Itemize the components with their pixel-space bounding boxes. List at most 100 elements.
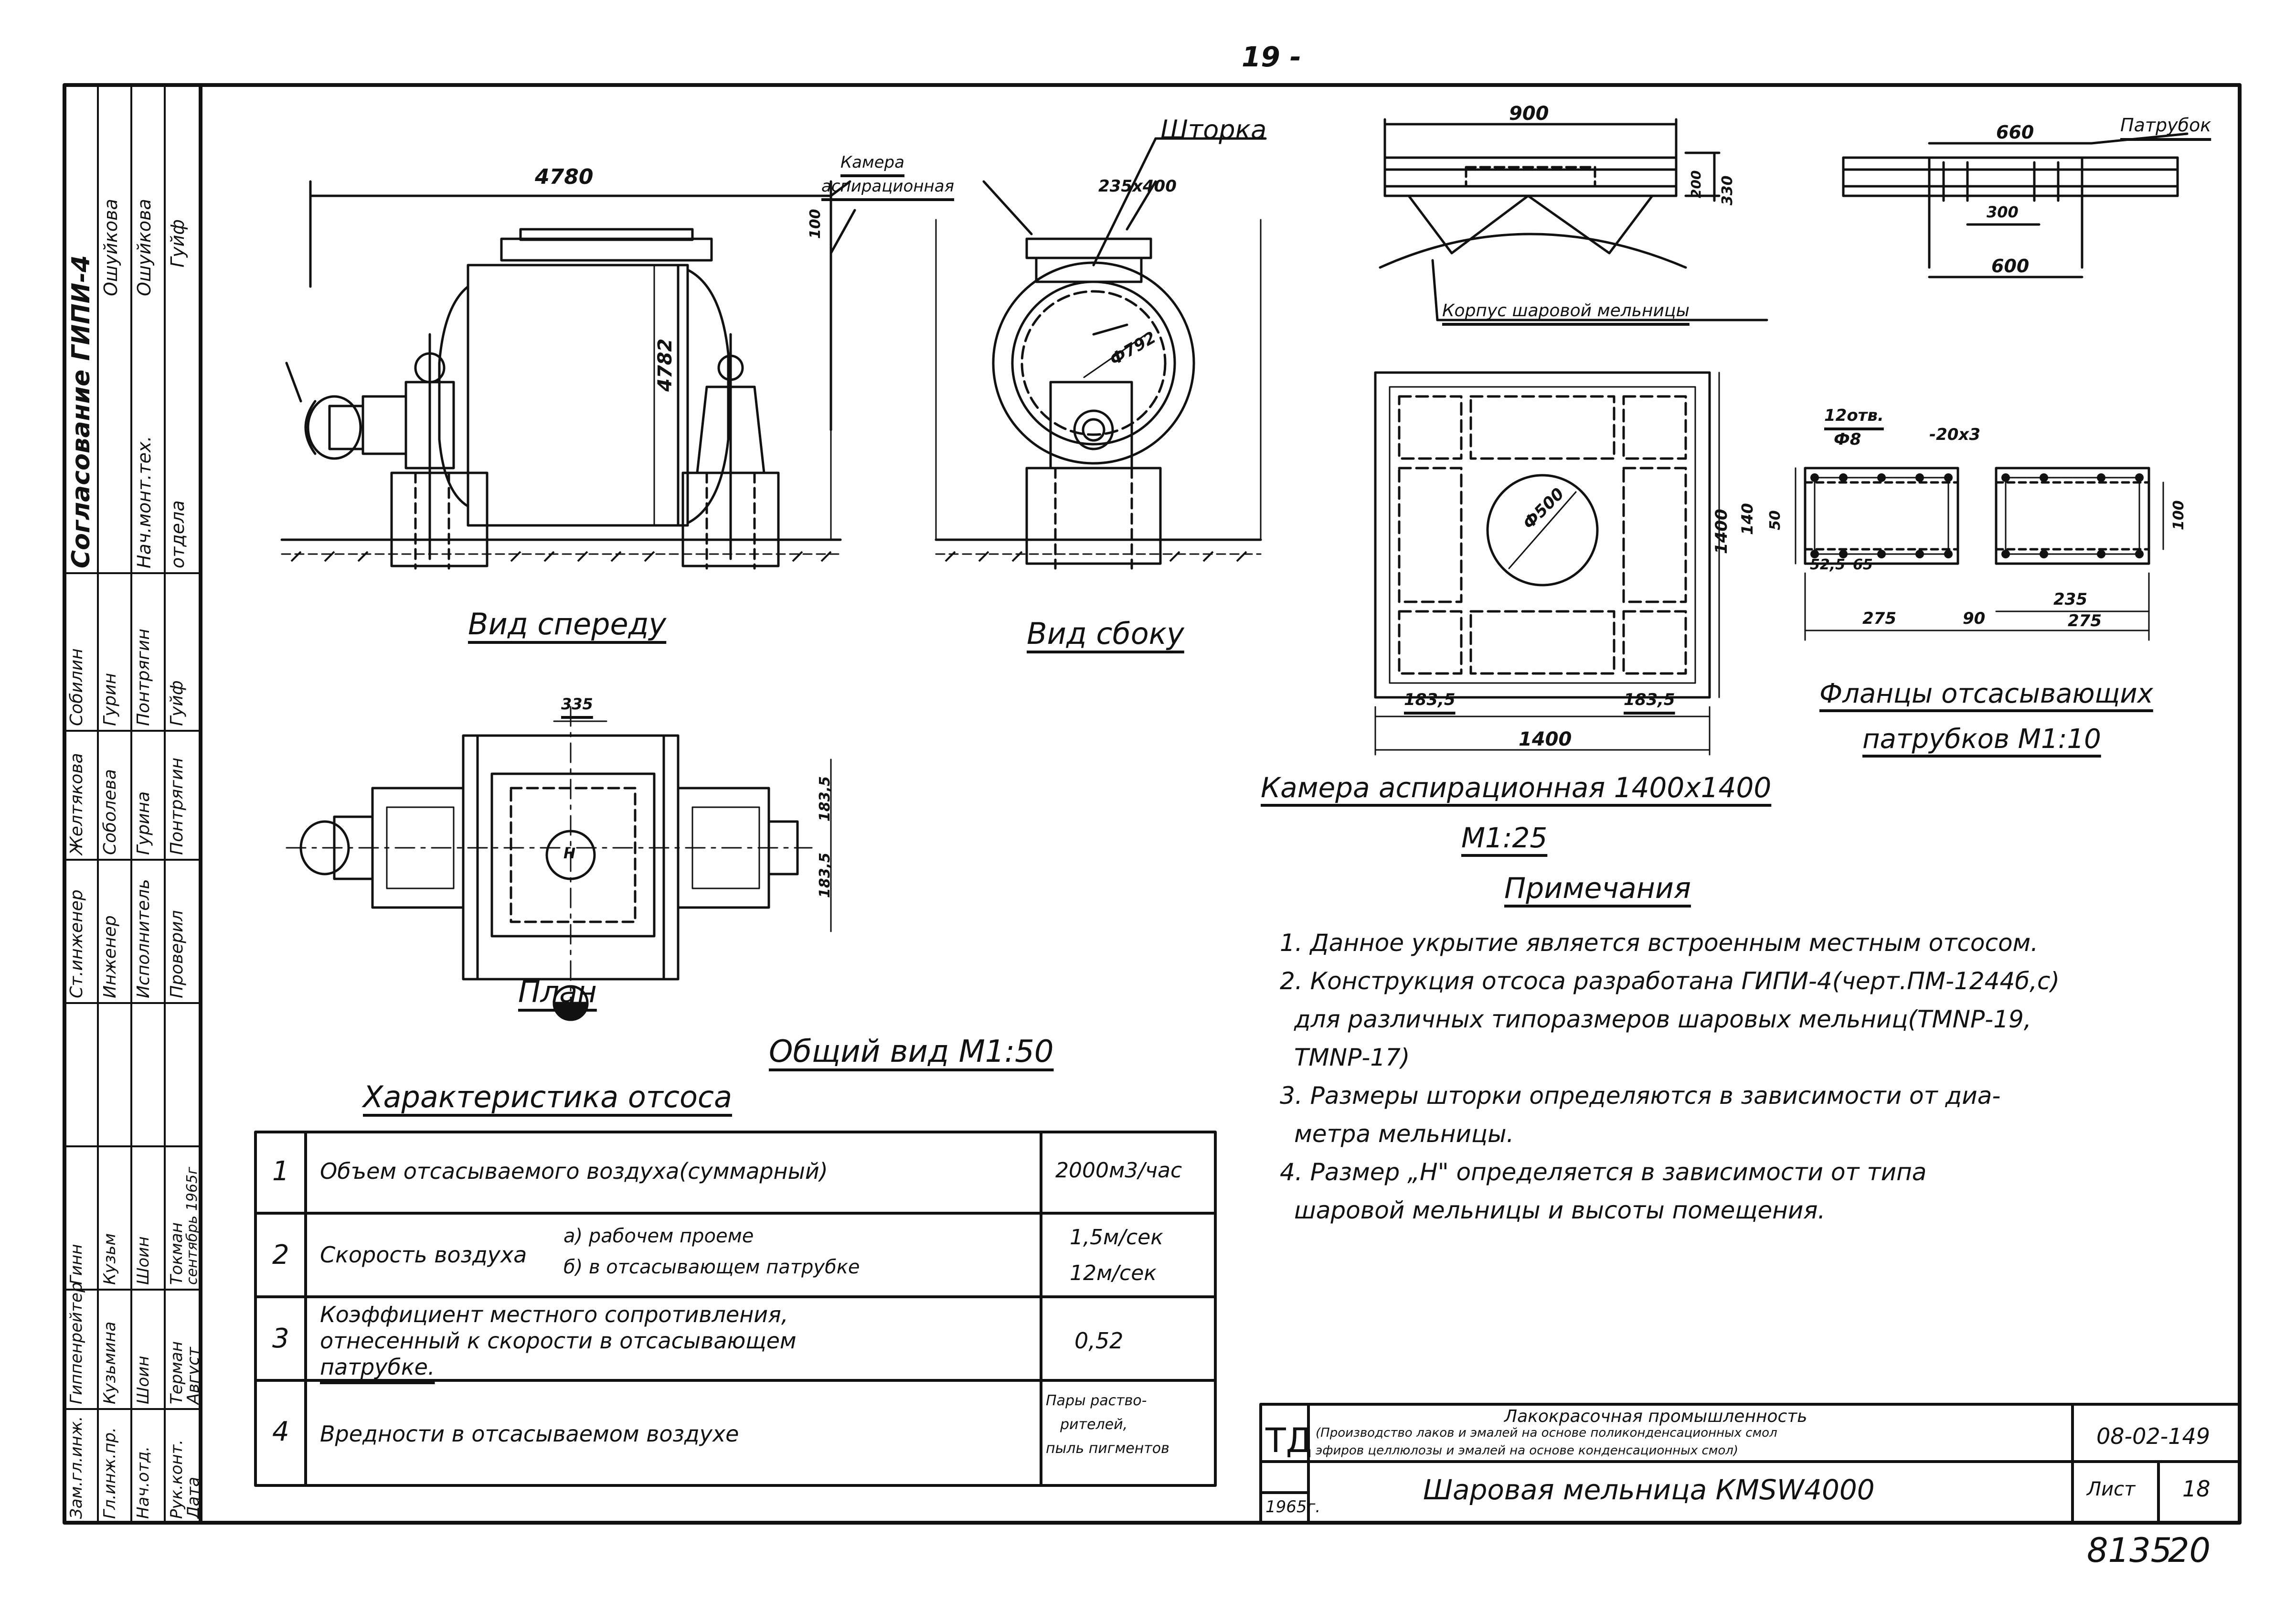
sidebar-sign-4: Понтрягин (134, 629, 153, 726)
sidebar-sign-2: Собилин (67, 648, 86, 726)
dim-330: 330 (1719, 175, 1736, 205)
aspiration-chamber-scale: М1:25 (1461, 822, 1548, 854)
shutter-detail-drawing (1379, 118, 1768, 321)
tb-drawing-title: Шаровая мельница КМSW4000 (1423, 1474, 1875, 1506)
dim-50: 50 (1767, 510, 1784, 530)
sidebar-role-9: Рук.конт. (167, 1439, 186, 1519)
note-line-1: 1. Данное укрытие является встроенным ме… (1280, 929, 2039, 957)
characteristics-table (254, 1131, 1217, 1487)
row2-name: Скорость воздуха (320, 1242, 527, 1268)
branch-pipe-label: Патрубок (2120, 115, 2211, 136)
dim-183-5-a: 183,5 (1404, 690, 1456, 709)
tb-industry-1: Лакокрасочная промышленность (1504, 1407, 1807, 1426)
sidebar-role-5: Проверил (167, 910, 187, 998)
general-view-title: Общий вид М1:50 (769, 1034, 1054, 1069)
sidebar-role-2: Ст.инженер (67, 889, 86, 998)
front-view-drawing (280, 180, 856, 570)
row3-name-2: отнесенный к скорости в отсасывающем (320, 1328, 797, 1354)
sidebar-role-6: Зам.гл.инж. (67, 1416, 86, 1519)
sidebar-name-10: Август (184, 1347, 203, 1404)
sidebar-grid (64, 84, 202, 1524)
dim-4780: 4780 (535, 165, 594, 189)
row4-value-3: пыль пигментов (1046, 1440, 1169, 1457)
dim-4782: 4782 (654, 338, 676, 392)
plan-dim-h: Н (563, 845, 576, 862)
row1-value: 2000м3/час (1055, 1158, 1182, 1183)
sidebar-role-4: Исполнитель (134, 879, 153, 998)
note-line-5: 3. Размеры шторки определяются в зависим… (1280, 1082, 2001, 1110)
row2-num: 2 (272, 1239, 289, 1271)
row4-value-2: рителей, (1060, 1416, 1128, 1433)
dim-12-holes: 12отв. (1824, 406, 1884, 425)
tb-sheet-number: 18 (2182, 1476, 2211, 1502)
dim-235x400: 235х400 (1098, 177, 1177, 196)
mill-body-label: Корпус шаровой мельницы (1442, 301, 1690, 320)
note-line-8: шаровой мельницы и высоты помещения. (1294, 1196, 1826, 1224)
dim-20x3: -20х3 (1929, 425, 1981, 444)
dim-52-5: 52,5 (1810, 556, 1846, 573)
dim-300: 300 (1987, 203, 2019, 221)
sidebar-name-3: Соболева (100, 769, 120, 855)
row3-name-1: Коэффициент местного сопротивления, (320, 1302, 788, 1327)
page-number-bottom: 20 (2168, 1531, 2211, 1570)
tb-industry-2: (Производство лаков и эмалей на основе п… (1316, 1426, 1777, 1440)
note-line-2: 2. Конструкция отсоса разработана ГИПИ-4… (1280, 967, 2060, 995)
sidebar-role-0: Нач.монт.тех. (134, 436, 155, 568)
sidebar-role-1: отдела (167, 500, 188, 568)
sidebar-approval: Согласование ГИПИ-4 (67, 255, 96, 568)
dim-200: 200 (1688, 170, 1704, 198)
dim-100: 100 (807, 209, 824, 239)
page-number: 19 - (1242, 41, 1301, 73)
tb-sheet-label: Лист (2087, 1478, 2136, 1500)
sidebar-name-8: Шоин (134, 1356, 153, 1405)
sidebar-sign-9: Токман (167, 1222, 186, 1285)
dim-235: 235 (2053, 590, 2087, 609)
sidebar-role-7: Гл.инж.пр. (100, 1427, 119, 1519)
front-view-title: Вид спереду (468, 607, 667, 641)
tb-code: 08-02-149 (2096, 1423, 2211, 1449)
row1-name: Объем отсасываемого воздуха(суммарный) (320, 1158, 828, 1184)
row1-num: 1 (272, 1156, 289, 1187)
characteristics-title: Характеристика отсоса (363, 1079, 732, 1114)
sidebar-sign-0: Ошуйкова (100, 199, 121, 296)
row3-num: 3 (272, 1323, 289, 1354)
dim-660: 660 (1996, 122, 2034, 143)
dim-183-5-b: 183,5 (1624, 690, 1675, 709)
sidebar-name-0: Ошуйкова (134, 199, 155, 296)
sidebar-name-9: Терман (167, 1341, 186, 1404)
dim-100-flange: 100 (2170, 500, 2187, 530)
dim-275-a: 275 (1862, 609, 1896, 628)
dim-140: 140 (1738, 503, 1756, 535)
sidebar-name-6: Гиппенрейтер (67, 1282, 86, 1404)
dim-1400-vertical: 1400 (1712, 509, 1731, 554)
sidebar-name-7: Кузьмина (100, 1321, 119, 1404)
aspiration-chamber-title: Камера аспирационная 1400х1400 (1261, 771, 1772, 804)
chamber-label-1: Камера (840, 153, 904, 172)
dim-1400-horizontal: 1400 (1519, 728, 1572, 750)
row2-value-a: 1,5м/сек (1070, 1225, 1163, 1250)
dim-900: 900 (1509, 103, 1549, 125)
plan-dim-183-5-a: 183,5 (817, 776, 833, 822)
plan-dim-183-5-b: 183,5 (817, 853, 833, 898)
sidebar-sign-5: Гуйф (167, 680, 187, 726)
row2-sub-b: б) в отсасывающем патрубке (563, 1256, 860, 1278)
row4-value-1: Пары раство- (1046, 1392, 1147, 1409)
note-line-4: ТМNР-17) (1294, 1044, 1410, 1071)
series-number: 8135 (2087, 1531, 2172, 1570)
side-view-title: Вид сбоку (1027, 616, 1184, 651)
note-line-7: 4. Размер „Н" определяется в зависимости… (1280, 1158, 1927, 1186)
dim-335: 335 (561, 695, 593, 713)
sidebar-sign-1: Гуйф (167, 219, 188, 267)
tb-td: ТД (1265, 1421, 1312, 1460)
sidebar-sign-7: Кузьм (100, 1233, 119, 1285)
sidebar-name-2: Желтякова (67, 753, 86, 855)
aspiration-chamber-drawing (1374, 371, 1720, 756)
dim-phi8: Ф8 (1834, 430, 1861, 449)
dim-90: 90 (1963, 609, 1986, 628)
dim-275-b: 275 (2068, 611, 2102, 630)
sidebar-role-3: Инженер (100, 915, 120, 998)
sheet-frame (63, 83, 2242, 1525)
dim-600: 600 (1991, 256, 2030, 277)
sidebar-name-5: Понтрягин (167, 758, 187, 855)
